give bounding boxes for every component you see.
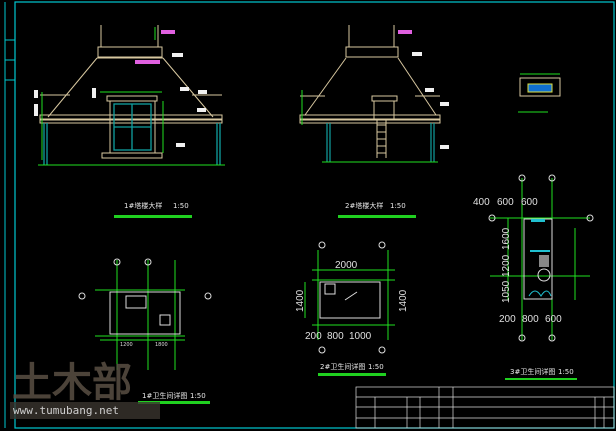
title-text: 1#卫生间详图 [142,391,187,400]
dim-text: 200 [499,314,516,325]
detail-section [518,73,561,113]
watermark-url: www.tumubang.net [13,404,119,417]
dim-text: 800 [327,331,344,342]
title-text: 2#塔楼大样 [345,201,383,210]
dim-text: 600 [497,197,514,208]
dim-text: 1800 [155,342,168,348]
scale-text: 1:50 [173,202,189,210]
bath2-plan: 2000 1400 1400 200 800 1000 [295,241,409,354]
dim-text: 600 [521,197,538,208]
bath2-title: 2#卫生间详图 1:50 [318,362,386,376]
dim-text: 2000 [335,260,358,271]
bath3-title: 3#卫生间详图 1:50 [505,367,577,380]
drawing-frame [4,1,615,429]
watermark: 土木部 www.tumubang.net [10,359,160,419]
scale-text: 1:50 [558,368,574,376]
bath1-plan: 1200 1800 [78,258,212,370]
tower2-elevation [299,25,449,163]
scale-text: 1:50 [190,392,206,400]
dim-text: 1050 [501,280,512,303]
dim-text: 200 [305,331,322,342]
dim-text: 1200 [501,254,512,277]
tower2-title: 2#塔楼大样 1:50 [338,201,416,218]
dim-text: 400 [473,197,490,208]
title-text: 2#卫生间详图 [320,362,365,371]
tower1-elevation [34,25,225,166]
dim-text: 1400 [398,289,409,312]
dim-text: 1000 [349,331,372,342]
title-block [355,386,615,429]
dim-text: 1200 [120,342,133,348]
bath3-plan: 400 600 600 1600 1200 1050 200 800 600 [473,174,594,342]
dim-text: 600 [545,314,562,325]
dim-text: 800 [522,314,539,325]
scale-text: 1:50 [368,363,384,371]
title-text: 1#塔楼大样 [124,201,162,210]
bath1-title: 1#卫生间详图 1:50 [138,391,210,404]
title-text: 3#卫生间详图 [510,367,555,376]
ladder [376,119,387,158]
dim-text: 1400 [295,289,306,312]
tower1-title: 1#塔楼大样 1:50 [114,201,192,218]
scale-text: 1:50 [390,202,406,210]
watermark-logo: 土木部 [12,359,132,406]
dim-text: 1600 [501,227,512,250]
